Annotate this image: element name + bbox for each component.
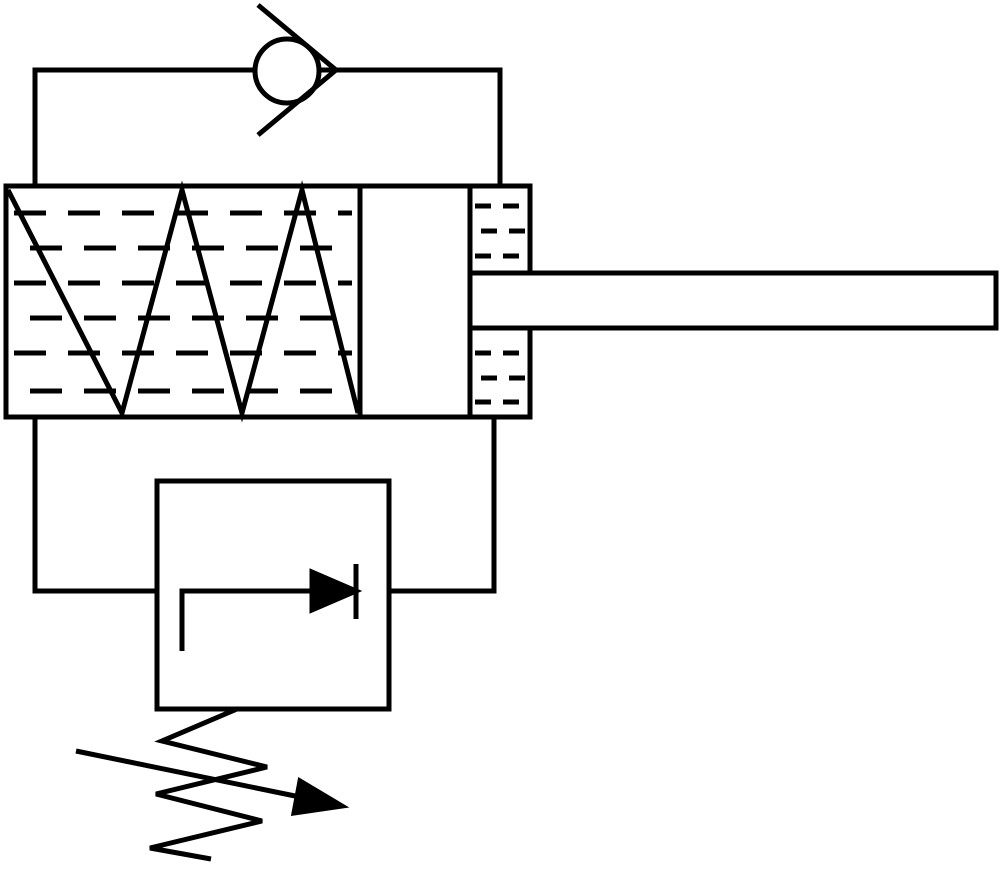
check-valve-seat-lower-line: [256, 68, 338, 137]
adjustment-spring-icon: [149, 706, 268, 862]
adjustment-arrow-head-icon: [290, 777, 350, 816]
adjustment-arrow-shaft: [75, 748, 301, 800]
cylinder-barrel: [3, 183, 533, 420]
bottom-line-left: [32, 417, 157, 594]
check-valve-ball-icon: [252, 36, 322, 106]
relief-valve-flow-arrow-icon: [309, 568, 363, 614]
bottom-line-right: [389, 417, 497, 594]
check-valve-seat-upper-line: [256, 3, 338, 72]
relief-valve-pilot-line: [179, 588, 316, 651]
piston-rod: [467, 270, 999, 331]
return-spring-icon: [5, 180, 361, 423]
